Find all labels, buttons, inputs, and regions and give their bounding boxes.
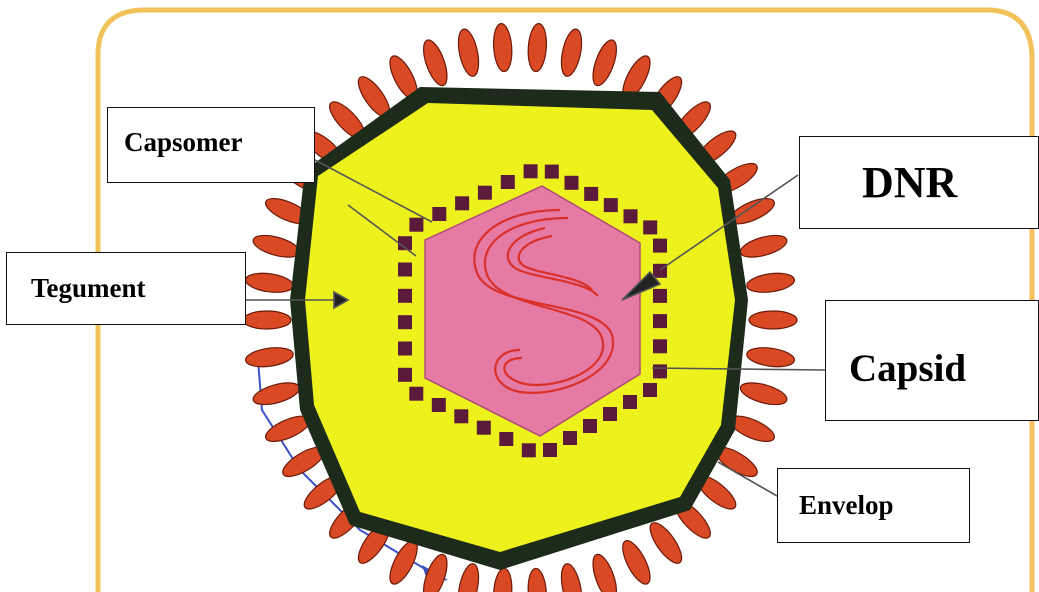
spike	[558, 562, 585, 592]
capsomer	[653, 314, 667, 328]
capsomer	[643, 220, 657, 234]
capsomer	[522, 443, 536, 457]
capsomer	[409, 218, 423, 232]
capsomer	[409, 387, 423, 401]
spike	[243, 311, 291, 329]
capsomer	[584, 187, 598, 201]
capsomer	[653, 239, 667, 253]
tegument-label: Tegument	[6, 252, 246, 325]
spike	[244, 345, 294, 369]
capsomer	[624, 209, 638, 223]
capsomer	[432, 398, 446, 412]
capsomer	[653, 364, 667, 378]
spike	[558, 27, 585, 78]
capsomer	[398, 342, 412, 356]
spike	[738, 379, 789, 409]
spike	[527, 23, 548, 72]
capsomer	[604, 198, 618, 212]
spike	[749, 311, 797, 329]
capsomer	[454, 409, 468, 423]
spike	[492, 23, 513, 72]
spike	[746, 345, 796, 369]
capsomer	[478, 186, 492, 200]
capsomer	[653, 289, 667, 303]
spike	[455, 562, 482, 592]
capsomer	[455, 196, 469, 210]
capsomer-label: Capsomer	[107, 107, 315, 183]
spike	[492, 568, 513, 592]
dnr-label-text: DNR	[862, 157, 957, 208]
capsomer	[653, 339, 667, 353]
capsomer-label-text: Capsomer	[124, 127, 242, 158]
capsomer	[643, 383, 657, 397]
spike	[251, 379, 302, 409]
capsomer	[565, 176, 579, 190]
capsomer	[398, 289, 412, 303]
capsomer	[545, 165, 559, 179]
capsomer	[583, 419, 597, 433]
capsomer	[623, 395, 637, 409]
envelop-label-text: Envelop	[799, 490, 894, 521]
tegument-label-text: Tegument	[31, 273, 146, 304]
spike	[419, 552, 452, 592]
capsomer	[563, 431, 577, 445]
capsomer	[543, 443, 557, 457]
spike	[645, 518, 687, 568]
spike	[419, 37, 452, 88]
spike	[244, 271, 294, 295]
spike	[588, 552, 621, 592]
capsomer	[398, 315, 412, 329]
spike	[738, 231, 789, 261]
capsomer	[398, 368, 412, 382]
capsomer	[398, 263, 412, 277]
capsomer	[432, 207, 446, 221]
spike	[527, 568, 548, 592]
capsomer	[603, 407, 617, 421]
envelop-label: Envelop	[777, 468, 970, 543]
spike	[588, 37, 621, 88]
capsomer	[477, 421, 491, 435]
spike	[746, 271, 796, 295]
spike	[617, 537, 655, 588]
spike	[455, 27, 482, 78]
dnr-label: DNR	[799, 136, 1039, 229]
capsomer	[501, 175, 515, 189]
capsid-label: Capsid	[825, 300, 1039, 421]
capsomer	[524, 164, 538, 178]
spike	[251, 231, 302, 261]
capsid-label-text: Capsid	[849, 346, 966, 391]
capsomer	[499, 432, 513, 446]
